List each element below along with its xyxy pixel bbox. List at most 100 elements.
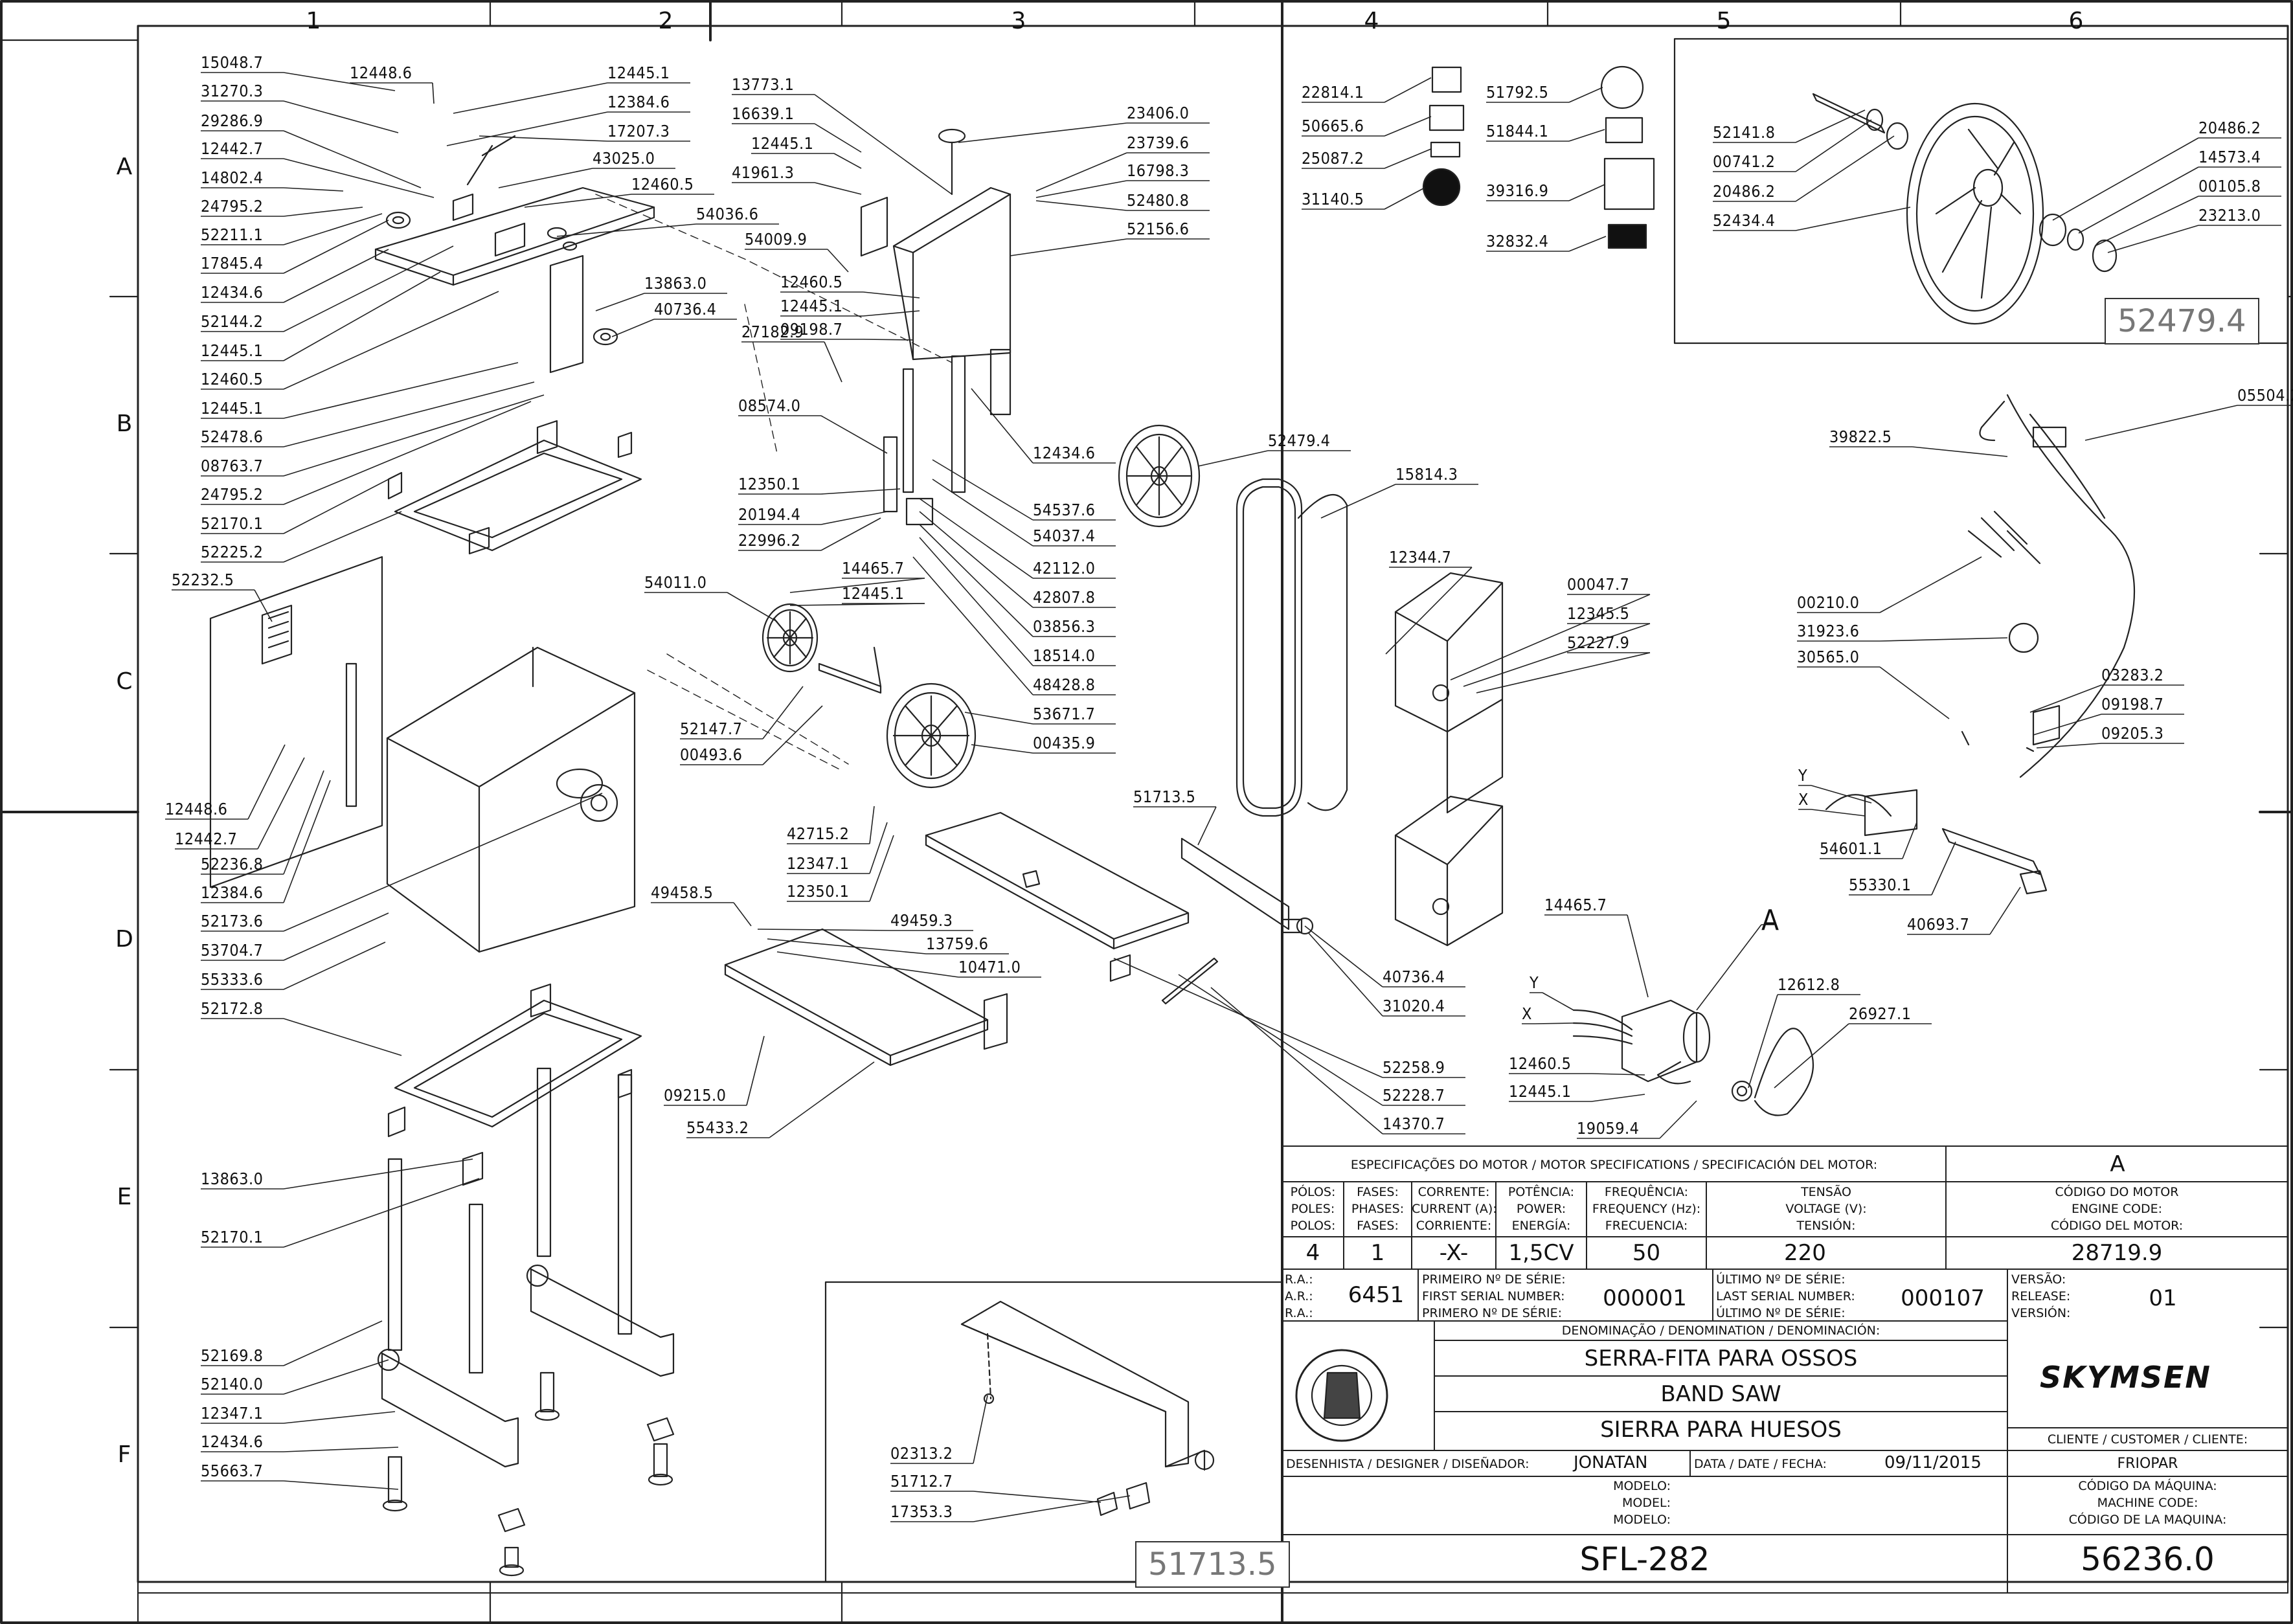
callout-leader bbox=[1304, 925, 1383, 987]
part-callout: 12445.1 bbox=[201, 341, 264, 360]
zone-row-d: D bbox=[115, 926, 133, 953]
callout-leader bbox=[2084, 405, 2238, 441]
part-callout: 51713.5 bbox=[1133, 787, 1196, 806]
callout-leader bbox=[283, 401, 532, 505]
callout-leader bbox=[611, 319, 655, 337]
part-callout: 13759.6 bbox=[926, 934, 989, 953]
callout-leader bbox=[283, 72, 396, 91]
callout-leader bbox=[498, 168, 593, 188]
part-callout: 54036.6 bbox=[696, 205, 759, 223]
callout-leader bbox=[1879, 556, 1982, 613]
callout-leader bbox=[762, 705, 823, 765]
part-callout: 14465.7 bbox=[1544, 896, 1607, 914]
blade-guard-upper bbox=[860, 128, 1011, 493]
callout-leader bbox=[283, 912, 389, 961]
part-callout: 52170.1 bbox=[201, 1228, 264, 1246]
callout-leader bbox=[283, 1018, 402, 1056]
callout-leader bbox=[1989, 886, 2021, 935]
part-callout: 40736.4 bbox=[654, 300, 717, 319]
callout-leader bbox=[2078, 166, 2199, 234]
last-serial-value: 000107 bbox=[1901, 1285, 1985, 1311]
callout-leader bbox=[1568, 129, 1605, 142]
detail-guard-drawing bbox=[960, 1300, 1215, 1517]
callout-leader bbox=[283, 1447, 399, 1452]
callout-leader bbox=[919, 511, 1034, 608]
callout-leader bbox=[1696, 924, 1762, 1011]
part-callout: 12445.1 bbox=[751, 134, 814, 153]
feet bbox=[382, 1371, 675, 1577]
callout-leader bbox=[283, 213, 383, 245]
part-callout: 52479.4 bbox=[1268, 431, 1331, 450]
motor-spec-header: ESPECIFICAÇÕES DO MOTOR / MOTOR SPECIFIC… bbox=[1350, 1158, 1878, 1172]
part-callout: Y bbox=[1798, 766, 1808, 785]
zone-col-4: 4 bbox=[1364, 8, 1379, 34]
current-value: -X- bbox=[1439, 1240, 1469, 1266]
part-callout: 52258.9 bbox=[1383, 1058, 1445, 1077]
callout-leader bbox=[283, 1359, 389, 1395]
part-callout: 18514.0 bbox=[1033, 646, 1096, 665]
callout-leader bbox=[1210, 987, 1383, 1134]
dashed-assembly-lines bbox=[595, 194, 953, 771]
authorized-seal bbox=[1295, 1349, 1388, 1442]
part-callout: 12442.7 bbox=[201, 139, 264, 158]
part-callout: 55433.2 bbox=[686, 1118, 749, 1137]
part-callout: 00493.6 bbox=[680, 745, 743, 764]
callout-leader bbox=[971, 388, 1034, 464]
ra-value: 6451 bbox=[1348, 1282, 1405, 1308]
skymsen-logo: SKYMSEN bbox=[2040, 1360, 2211, 1395]
callout-leader bbox=[257, 757, 305, 850]
callout-leader bbox=[1384, 187, 1425, 210]
callout-leader bbox=[1902, 822, 1917, 859]
callout-leader bbox=[1627, 914, 1649, 998]
part-callout: X bbox=[1798, 790, 1809, 809]
callout-leader bbox=[283, 780, 331, 903]
table-top-plate bbox=[374, 135, 655, 374]
part-callout: 12384.6 bbox=[201, 883, 264, 902]
callout-leader bbox=[863, 310, 920, 317]
part-callout: 49458.5 bbox=[651, 883, 714, 902]
part-callout: 12350.1 bbox=[738, 475, 801, 493]
callout-leader bbox=[912, 556, 1034, 695]
part-callout: 52478.6 bbox=[201, 427, 264, 446]
part-callout: 41961.3 bbox=[732, 163, 795, 182]
pulley-assembly bbox=[1812, 93, 2118, 325]
callout-leader bbox=[827, 249, 849, 273]
part-callout: 42715.2 bbox=[787, 824, 850, 843]
callout-leader bbox=[733, 902, 752, 927]
part-callout: 12448.6 bbox=[350, 63, 412, 82]
callout-leader bbox=[1385, 567, 1473, 655]
machine-code-value: 56236.0 bbox=[2081, 1540, 2215, 1578]
part-callout: 20486.2 bbox=[2198, 118, 2261, 137]
callout-leader bbox=[762, 686, 804, 739]
callout-leader bbox=[769, 1061, 875, 1138]
part-callout: 42807.8 bbox=[1033, 588, 1096, 607]
lower-wheel-left bbox=[762, 603, 819, 673]
part-callout: 17207.3 bbox=[607, 122, 670, 141]
callout-leader bbox=[919, 498, 1034, 579]
part-callout: 55333.6 bbox=[201, 970, 264, 989]
part-callout: 30565.0 bbox=[1797, 648, 1860, 666]
callout-leader bbox=[283, 100, 399, 133]
phases-value: 1 bbox=[1370, 1240, 1385, 1266]
callout-leader bbox=[820, 415, 888, 454]
part-callout: 52236.8 bbox=[201, 855, 264, 874]
callout-leader bbox=[820, 517, 881, 551]
date-label: DATA / DATE / FECHA: bbox=[1694, 1457, 1827, 1471]
zone-row-c: C bbox=[116, 668, 133, 695]
callout-leader bbox=[479, 135, 608, 142]
zone-row-e: E bbox=[117, 1184, 132, 1210]
part-callout: 51844.1 bbox=[1486, 122, 1549, 141]
part-callout: 52228.7 bbox=[1383, 1086, 1445, 1105]
part-callout: 14573.4 bbox=[2198, 148, 2261, 166]
part-callout: Y bbox=[1530, 973, 1539, 992]
callout-leader bbox=[446, 111, 608, 146]
callout-leader bbox=[919, 537, 1034, 666]
callout-leader bbox=[863, 339, 914, 341]
part-callout: 54537.6 bbox=[1033, 501, 1096, 519]
part-callout: 31270.3 bbox=[201, 82, 264, 100]
part-callout: 03283.2 bbox=[2101, 666, 2164, 684]
callout-leader bbox=[869, 806, 875, 844]
part-callout: 23739.6 bbox=[1127, 133, 1190, 152]
callout-leader bbox=[824, 341, 842, 383]
